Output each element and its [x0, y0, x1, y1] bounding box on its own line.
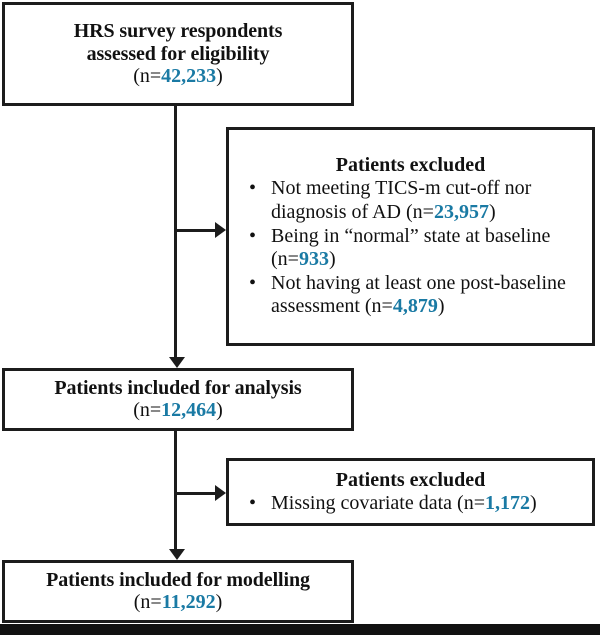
box-excluded-first-content: Patients excluded • Not meeting TICS-m cu… [229, 130, 592, 343]
connector-eligibility-to-analysis-arrowhead [169, 357, 185, 368]
bullet-icon: • [249, 491, 257, 514]
box-eligibility: HRS survey respondents assessed for elig… [2, 2, 354, 106]
box-eligibility-count: (n=42,233) [5, 65, 351, 88]
bullet-icon: • [249, 224, 257, 247]
list-item-text: Not having at least one post-baseline as… [271, 271, 566, 318]
box-included-analysis-count: (n=12,464) [5, 399, 351, 422]
box-included-modelling-content: Patients included for modelling (n=11,29… [5, 563, 351, 620]
box-included-analysis-title: Patients included for analysis [54, 376, 302, 399]
box-excluded-first-heading: Patients excluded [335, 154, 486, 177]
list-item-text: Missing covariate data (n= [271, 491, 485, 514]
box-eligibility-count-suffix: ) [216, 64, 223, 87]
list-item-text-after: ) [530, 491, 537, 514]
connector-branch-excluded-second-arrowhead [215, 485, 226, 501]
list-item: • Not meeting TICS-m cut-off nor diagnosi… [245, 177, 586, 224]
connector-branch-excluded-first-arrowhead [215, 222, 226, 238]
list-item-value: 1,172 [485, 491, 530, 514]
box-included-modelling-count-suffix: ) [215, 591, 223, 614]
list-item: • Being in “normal” state at baseline (n=… [245, 225, 586, 272]
box-excluded-first: Patients excluded • Not meeting TICS-m cu… [226, 127, 595, 346]
list-item: • Not having at least one post-baseline a… [245, 272, 586, 319]
box-eligibility-count-prefix: (n= [133, 64, 162, 87]
bottom-edge-bar [0, 624, 600, 635]
box-eligibility-count-value: 42,233 [161, 64, 217, 87]
list-item-value: 933 [298, 248, 329, 271]
connector-analysis-to-modelling-arrowhead [169, 549, 185, 560]
box-eligibility-content: HRS survey respondents assessed for elig… [5, 5, 351, 103]
box-included-analysis: Patients included for analysis (n=12,464… [2, 368, 354, 431]
connector-eligibility-to-analysis-vertical [174, 106, 177, 364]
box-excluded-first-bullet-list: • Not meeting TICS-m cut-off nor diagnosi… [229, 177, 592, 319]
list-item-text-after: ) [488, 201, 496, 223]
box-included-analysis-content: Patients included for analysis (n=12,464… [5, 371, 351, 428]
box-excluded-second-bullet-list: • Missing covariate data (n=1,172) [229, 492, 592, 516]
box-excluded-second: Patients excluded • Missing covariate dat… [226, 458, 595, 526]
box-excluded-second-content: Patients excluded • Missing covariate dat… [229, 461, 592, 523]
box-excluded-second-heading: Patients excluded [335, 468, 486, 491]
list-item-value: 4,879 [392, 295, 438, 318]
box-included-modelling: Patients included for modelling (n=11,29… [2, 560, 354, 623]
box-included-modelling-title: Patients included for modelling [46, 568, 310, 591]
box-eligibility-title-line1: HRS survey respondents [73, 20, 283, 43]
box-included-analysis-count-prefix: (n= [133, 399, 162, 422]
bullet-icon: • [249, 177, 257, 200]
connector-branch-excluded-second-horizontal [174, 492, 222, 495]
bullet-icon: • [249, 271, 257, 294]
box-included-modelling-count-value: 11,292 [161, 591, 216, 614]
box-eligibility-title-line2: assessed for eligibility [86, 42, 270, 65]
list-item-text-after: ) [328, 248, 336, 271]
list-item-value: 23,957 [433, 201, 489, 223]
list-item-text-after: ) [437, 295, 445, 318]
box-included-modelling-count: (n=11,292) [5, 591, 351, 614]
box-included-analysis-count-suffix: ) [216, 399, 223, 422]
list-item-text: Being in “normal” state at baseline (n= [271, 224, 551, 271]
list-item-text: Not meeting TICS-m cut-off nor diagnosis… [271, 177, 532, 223]
box-included-modelling-count-prefix: (n= [133, 591, 162, 614]
box-included-analysis-count-value: 12,464 [161, 399, 217, 422]
connector-branch-excluded-first-horizontal [174, 229, 222, 232]
list-item: • Missing covariate data (n=1,172) [245, 492, 586, 516]
